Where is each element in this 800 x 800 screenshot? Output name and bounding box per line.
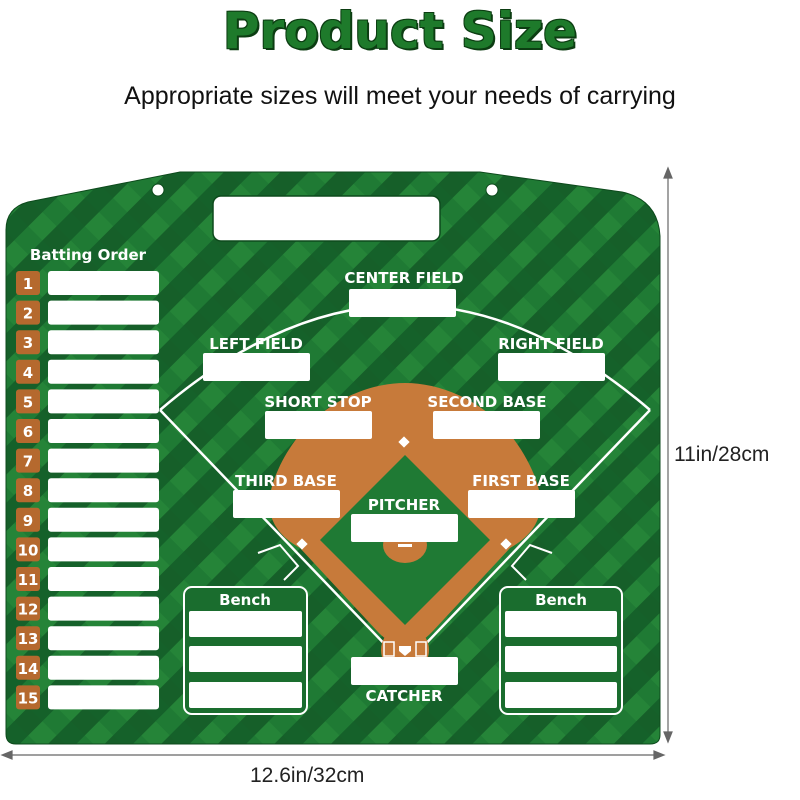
catcher-label: CATCHER [365, 687, 442, 705]
batting-order-slot[interactable] [48, 478, 159, 503]
width-dimension-line [0, 750, 666, 760]
page-title: Product Size [222, 2, 578, 60]
center-field-box[interactable] [349, 289, 456, 317]
batter-box-right [415, 641, 427, 657]
batting-number-badge [16, 359, 40, 384]
left-field-box[interactable] [203, 353, 310, 381]
coach-box-right [510, 543, 553, 581]
left-field-label: LEFT FIELD [209, 335, 303, 353]
first-base-box[interactable] [468, 490, 575, 518]
batting-number: 4 [23, 364, 33, 382]
batting-number-badge [16, 389, 40, 414]
batting-number: 2 [23, 305, 33, 323]
right-field-label: RIGHT FIELD [498, 335, 604, 353]
batting-number-badge [16, 419, 40, 443]
foul-line-right [414, 409, 651, 656]
bench-left-label: Bench [219, 591, 271, 609]
batting-order-slot[interactable] [48, 507, 159, 532]
bench-right-slot-3[interactable] [505, 682, 617, 708]
batting-number: 1 [23, 275, 33, 293]
batting-number-badge [16, 271, 40, 295]
batting-number-badge [16, 448, 40, 473]
third-base-box[interactable] [233, 490, 340, 518]
bench-left-slot-1[interactable] [189, 611, 302, 637]
pitcher-label: PITCHER [368, 496, 441, 514]
first-base-marker [500, 538, 512, 550]
home-plate-marker [399, 646, 411, 656]
batting-number-badge [16, 685, 40, 710]
batting-number-badge [16, 478, 40, 503]
batting-order-slot[interactable] [48, 537, 159, 562]
height-dimension-line [663, 166, 673, 744]
bench-left-slot-2[interactable] [189, 646, 302, 672]
third-base-marker [296, 538, 308, 550]
batting-number: 9 [23, 512, 33, 530]
batting-number: 11 [18, 571, 39, 589]
second-base-label: SECOND BASE [427, 393, 546, 411]
catcher-box[interactable] [351, 657, 458, 685]
pitcher-box[interactable] [351, 514, 458, 542]
handle-slot [212, 195, 441, 242]
hanging-hole-left [151, 183, 165, 197]
batting-number: 12 [18, 601, 39, 619]
batting-number: 6 [23, 423, 33, 441]
batting-number-badge [16, 567, 40, 591]
batting-number: 14 [18, 660, 39, 678]
batting-number: 15 [18, 689, 39, 707]
height-label: 11in/28cm [674, 443, 770, 466]
batting-number-badge [16, 300, 40, 325]
hanging-hole-right [485, 183, 499, 197]
page-subtitle: Appropriate sizes will meet your needs o… [124, 82, 676, 110]
short-stop-label: SHORT STOP [264, 393, 371, 411]
bench-right-label: Bench [535, 591, 587, 609]
batting-number: 3 [23, 334, 33, 352]
batting-order-slot[interactable] [48, 359, 159, 384]
batting-number-badge [16, 330, 40, 355]
batting-number-badge [16, 537, 40, 562]
pitcher-rubber [398, 544, 412, 547]
batting-order-slot[interactable] [48, 300, 159, 325]
foul-line-left [159, 409, 396, 656]
batting-order-slot[interactable] [48, 419, 159, 443]
batting-order-slot[interactable] [48, 389, 159, 414]
batting-number: 13 [18, 630, 39, 648]
second-base-marker [398, 436, 410, 448]
batting-number: 10 [18, 541, 39, 559]
batting-order-slot[interactable] [48, 567, 159, 591]
width-label: 12.6in/32cm [250, 764, 365, 787]
batting-order-slot[interactable] [48, 685, 159, 710]
batting-order-slot[interactable] [48, 626, 159, 651]
center-field-label: CENTER FIELD [344, 269, 463, 287]
batting-number: 8 [23, 482, 33, 500]
batting-order-slot[interactable] [48, 448, 159, 473]
batting-order-slot[interactable] [48, 271, 159, 295]
batting-number-badge [16, 596, 40, 621]
bench-left-slot-3[interactable] [189, 682, 302, 708]
bench-right-slot-1[interactable] [505, 611, 617, 637]
coach-box-left [257, 543, 300, 581]
first-base-label: FIRST BASE [472, 472, 570, 490]
batting-number-badge [16, 655, 40, 680]
batting-number: 5 [23, 393, 33, 411]
right-field-box[interactable] [498, 353, 605, 381]
short-stop-box[interactable] [265, 411, 372, 439]
batter-box-left [383, 641, 395, 657]
batting-order-slot[interactable] [48, 655, 159, 680]
batting-order-slot[interactable] [48, 596, 159, 621]
batting-number-badge [16, 626, 40, 651]
batting-number: 7 [23, 453, 33, 471]
batting-order-title: Batting Order [30, 246, 147, 264]
batting-order-slot[interactable] [48, 330, 159, 355]
third-base-label: THIRD BASE [235, 472, 337, 490]
batting-number-badge [16, 507, 40, 532]
bench-right-slot-2[interactable] [505, 646, 617, 672]
second-base-box[interactable] [433, 411, 540, 439]
